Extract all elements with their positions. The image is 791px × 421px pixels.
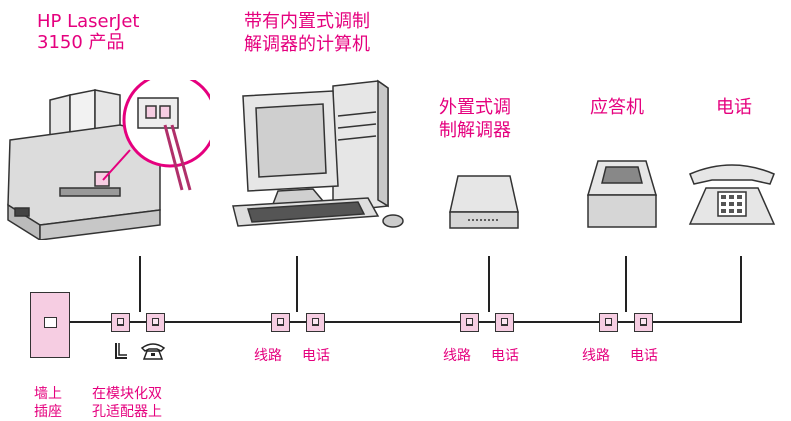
answering-line-label: 线路 bbox=[582, 348, 610, 364]
computer-line-port bbox=[271, 313, 290, 332]
adapter-label-line1: 在模块化双 bbox=[92, 386, 162, 402]
adapter-label-line2: 孔适配器上 bbox=[92, 404, 162, 420]
modem-line-label: 线路 bbox=[443, 348, 471, 364]
ext-modem-label-line2: 制解调器 bbox=[439, 120, 511, 141]
telephone-illustration bbox=[688, 164, 776, 225]
printer-label-line1: HP LaserJet bbox=[37, 11, 140, 32]
telephone-label: 电话 bbox=[716, 97, 752, 118]
printer-label-line2: 3150 产品 bbox=[37, 32, 125, 53]
computer-phone-label: 电话 bbox=[302, 348, 330, 364]
wall-jack bbox=[30, 292, 70, 358]
telephone-drop-line bbox=[740, 256, 742, 323]
main-phone-line bbox=[70, 321, 741, 323]
modem-drop-line bbox=[488, 256, 490, 312]
printer-illustration bbox=[7, 80, 210, 240]
printer-drop-line bbox=[139, 256, 141, 312]
computer-illustration bbox=[232, 79, 404, 228]
modem-phone-port bbox=[495, 313, 514, 332]
line-symbol-icon bbox=[115, 343, 127, 359]
ext-modem-label-line1: 外置式调 bbox=[439, 97, 511, 118]
answering-drop-line bbox=[625, 256, 627, 312]
computer-drop-line bbox=[296, 256, 298, 312]
adapter-line-port bbox=[111, 313, 130, 332]
adapter-phone-port bbox=[146, 313, 165, 332]
wall-jack-socket-icon bbox=[44, 317, 57, 328]
answering-machine-label: 应答机 bbox=[590, 97, 644, 118]
computer-label-line2: 解调器的计算机 bbox=[244, 34, 370, 55]
answering-machine-illustration bbox=[586, 160, 658, 228]
computer-label-line1: 带有内置式调制 bbox=[244, 11, 370, 32]
computer-phone-port bbox=[306, 313, 325, 332]
wall-jack-label-line2: 插座 bbox=[34, 404, 62, 420]
computer-line-label: 线路 bbox=[254, 348, 282, 364]
answering-line-port bbox=[599, 313, 618, 332]
modem-phone-label: 电话 bbox=[491, 348, 519, 364]
phone-symbol-icon bbox=[140, 343, 166, 360]
answering-phone-label: 电话 bbox=[630, 348, 658, 364]
modem-line-port bbox=[460, 313, 479, 332]
ext-modem-illustration bbox=[449, 175, 519, 229]
wall-jack-label-line1: 墙上 bbox=[34, 386, 62, 402]
answering-phone-port bbox=[634, 313, 653, 332]
